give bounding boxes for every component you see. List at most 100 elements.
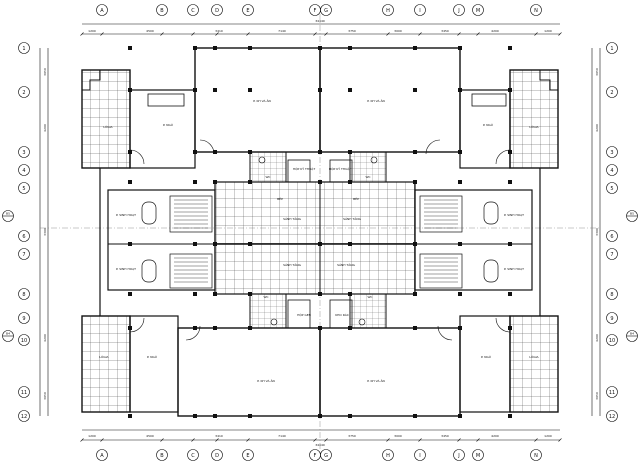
label-living-tr: P. KH VÀ ĂN: [367, 98, 385, 103]
svg-text:E: E: [246, 8, 249, 14]
axis-bubble-4-left: 4: [18, 164, 30, 176]
axis-bubble-1-left: 1: [18, 42, 30, 54]
dim-tick-1-2: [160, 438, 164, 442]
axis-bubble-A-top: A: [96, 4, 108, 16]
section-mark-lower-right: B4: [626, 330, 638, 342]
column-3-4: [248, 242, 252, 246]
axis-bubble-D-bottom: D: [211, 449, 223, 461]
label-kitchen-tr: BẾP: [353, 195, 359, 201]
svg-text:7: 7: [610, 252, 613, 258]
column-6-4: [413, 242, 417, 246]
column-4-5: [318, 292, 322, 296]
axis-bubble-10-left: 10: [18, 334, 30, 346]
dim-bottom-8: 4200: [491, 434, 499, 438]
column-8-2: [508, 150, 512, 154]
column-2-6: [213, 326, 217, 330]
column-1-6: [193, 326, 197, 330]
column-0-2: [128, 150, 132, 154]
dim-tick-1-10: [457, 438, 461, 442]
dim-tick-0-11: [476, 32, 480, 36]
svg-text:C: C: [191, 453, 195, 459]
axis-bubble-J-top: J: [453, 4, 465, 16]
bedroom-bottom-right: [459, 315, 511, 413]
axis-bubble-B-bottom: B: [156, 449, 168, 461]
label-living-br: P. KH VÀ ĂN: [367, 378, 385, 383]
axis-bubble-1-right: 1: [606, 42, 618, 54]
wc-bottom-right: [349, 293, 387, 329]
column-2-2: [213, 150, 217, 154]
dim-left-3: 3300: [43, 228, 47, 236]
label-wc-br: WC: [367, 295, 372, 299]
column-2-3: [213, 180, 217, 184]
axis-bubble-3-left: 3: [18, 146, 30, 158]
column-1-1: [193, 88, 197, 92]
section-mark-right: B5: [626, 210, 638, 222]
svg-text:5: 5: [22, 186, 25, 192]
label-loggia-tl: LÔGIA: [103, 124, 113, 129]
structural-columns: [128, 46, 512, 418]
dim-tick-0-1: [100, 32, 104, 36]
svg-text:A: A: [100, 8, 104, 14]
axis-bubble-12-left: 12: [18, 410, 30, 422]
dim-left-1: 3050: [43, 68, 47, 76]
axis-bubble-5-right: 5: [606, 182, 618, 194]
column-3-7: [248, 414, 252, 418]
dim-tick-0-7: [324, 32, 328, 36]
column-1-0: [193, 46, 197, 50]
label-corridor-tl: SẢNH TẦNG: [283, 216, 302, 221]
column-5-0: [348, 46, 352, 50]
column-2-1: [213, 88, 217, 92]
column-5-7: [348, 414, 352, 418]
label-bedroom-tr: P. NGỦ: [483, 122, 493, 127]
axis-bubble-11-right: 11: [606, 386, 618, 398]
label-stair-hall-l1: P. SINH HOẠT: [116, 213, 136, 217]
column-7-5: [458, 292, 462, 296]
dim-left-2: 4200: [43, 124, 47, 132]
axis-bubble-H-top: H: [382, 4, 394, 16]
axis-bubbles-left: 1 2 3 4 5 6 7 8 9 10 11 12: [18, 42, 30, 422]
svg-text:N: N: [534, 453, 538, 459]
dim-tick-0-8: [386, 32, 390, 36]
svg-text:9: 9: [610, 316, 613, 322]
svg-text:M: M: [476, 8, 480, 14]
svg-text:G: G: [324, 8, 328, 14]
dim-right-1: 3050: [595, 68, 599, 76]
loggia-bottom-right: [509, 315, 559, 413]
dim-bottom-2: 4500: [146, 434, 154, 438]
axis-bubble-D-top: D: [211, 4, 223, 16]
label-duct-b1: HỘP GEN: [297, 312, 311, 317]
label-loggia-tr: LÔGIA: [529, 124, 539, 129]
axis-bubble-6-right: 6: [606, 230, 618, 242]
svg-text:B4: B4: [6, 332, 10, 336]
column-7-4: [458, 242, 462, 246]
dim-top-1: 1200: [88, 29, 96, 33]
label-wc-tr: WC: [365, 175, 370, 179]
axis-bubble-5-left: 5: [18, 182, 30, 194]
axis-bubble-11-left: 11: [18, 386, 30, 398]
svg-text:7: 7: [22, 252, 25, 258]
axis-bubble-M-bottom: M: [472, 449, 484, 461]
dim-right-3: 3300: [595, 228, 599, 236]
section-mark-lower-left: B4: [2, 330, 14, 342]
dim-tick-0-12: [534, 32, 538, 36]
dim-left-4: 4200: [43, 334, 47, 342]
column-7-0: [458, 46, 462, 50]
label-corridor-bl: SẢNH TẦNG: [283, 262, 302, 267]
axis-bubble-6-left: 6: [18, 230, 30, 242]
column-3-2: [248, 150, 252, 154]
svg-text:3: 3: [22, 150, 25, 156]
dim-right-5: 3050: [595, 392, 599, 400]
dim-tick-0-13: [558, 32, 562, 36]
svg-text:H: H: [386, 8, 390, 14]
column-0-6: [128, 326, 132, 330]
svg-text:11: 11: [609, 390, 615, 396]
stair-block-right: [414, 189, 533, 291]
column-8-7: [508, 414, 512, 418]
axis-bubble-9-right: 9: [606, 312, 618, 324]
column-0-0: [128, 46, 132, 50]
living-top-right: [319, 47, 461, 153]
column-4-2: [318, 150, 322, 154]
svg-text:B: B: [160, 8, 164, 14]
svg-text:10: 10: [609, 338, 615, 344]
